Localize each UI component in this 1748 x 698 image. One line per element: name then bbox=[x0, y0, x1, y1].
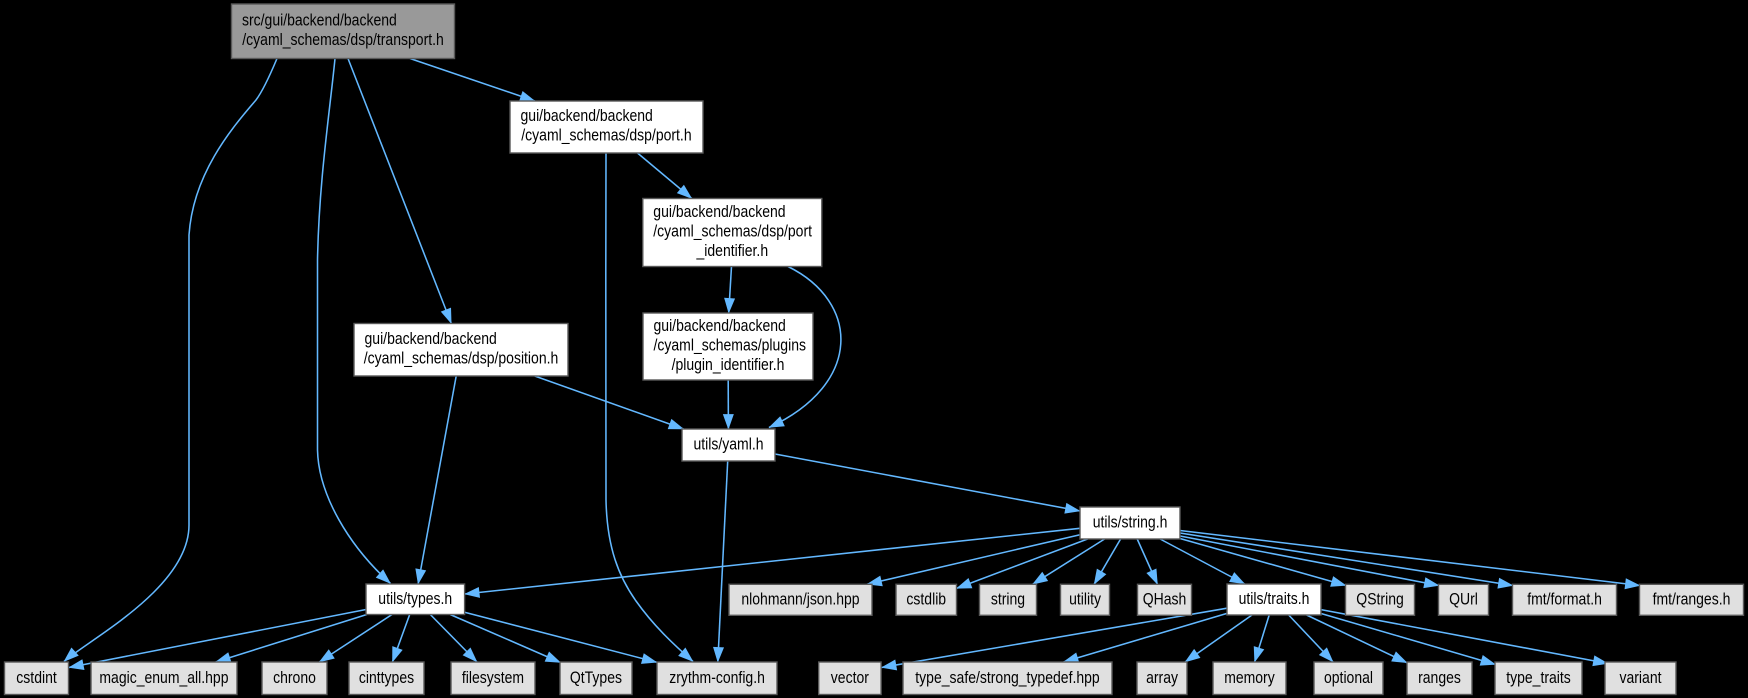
svg-text:QString: QString bbox=[1356, 589, 1404, 608]
svg-text:utils/string.h: utils/string.h bbox=[1093, 513, 1168, 532]
svg-text:magic_enum_all.hpp: magic_enum_all.hpp bbox=[99, 668, 228, 687]
svg-text:fmt/ranges.h: fmt/ranges.h bbox=[1653, 589, 1731, 608]
svg-text:array: array bbox=[1146, 668, 1178, 687]
svg-text:utils/traits.h: utils/traits.h bbox=[1239, 589, 1310, 608]
svg-text:gui/backend/backend: gui/backend/backend bbox=[653, 202, 785, 221]
svg-text:utils/yaml.h: utils/yaml.h bbox=[694, 435, 764, 454]
svg-text:/cyaml_schemas/dsp/transport.h: /cyaml_schemas/dsp/transport.h bbox=[242, 30, 443, 49]
svg-text:cinttypes: cinttypes bbox=[359, 668, 414, 687]
svg-text:_identifier.h: _identifier.h bbox=[696, 241, 768, 260]
svg-text:vector: vector bbox=[831, 668, 869, 687]
svg-text:memory: memory bbox=[1224, 668, 1275, 687]
svg-text:nlohmann/json.hpp: nlohmann/json.hpp bbox=[741, 589, 859, 608]
svg-text:fmt/format.h: fmt/format.h bbox=[1527, 589, 1602, 608]
svg-text:/plugin_identifier.h: /plugin_identifier.h bbox=[672, 355, 785, 374]
svg-text:/cyaml_schemas/dsp/position.h: /cyaml_schemas/dsp/position.h bbox=[364, 348, 559, 367]
svg-text:QtTypes: QtTypes bbox=[570, 668, 622, 687]
svg-text:utility: utility bbox=[1069, 589, 1101, 608]
svg-text:variant: variant bbox=[1620, 668, 1662, 687]
svg-text:cstdint: cstdint bbox=[16, 668, 57, 687]
svg-text:gui/backend/backend: gui/backend/backend bbox=[521, 106, 653, 125]
svg-text:type_safe/strong_typedef.hpp: type_safe/strong_typedef.hpp bbox=[915, 668, 1099, 687]
svg-text:cstdlib: cstdlib bbox=[906, 589, 946, 608]
svg-text:filesystem: filesystem bbox=[462, 668, 524, 687]
svg-text:zrythm-config.h: zrythm-config.h bbox=[669, 668, 765, 687]
svg-text:chrono: chrono bbox=[273, 668, 316, 687]
svg-text:string: string bbox=[991, 589, 1025, 608]
svg-text:QUrl: QUrl bbox=[1449, 589, 1478, 608]
svg-text:type_traits: type_traits bbox=[1506, 668, 1571, 687]
svg-text:/cyaml_schemas/dsp/port: /cyaml_schemas/dsp/port bbox=[653, 221, 812, 240]
svg-text:gui/backend/backend: gui/backend/backend bbox=[654, 316, 786, 335]
svg-text:optional: optional bbox=[1324, 668, 1373, 687]
svg-text:utils/types.h: utils/types.h bbox=[378, 589, 452, 608]
svg-text:QHash: QHash bbox=[1143, 589, 1187, 608]
svg-text:ranges: ranges bbox=[1418, 668, 1461, 687]
svg-text:/cyaml_schemas/dsp/port.h: /cyaml_schemas/dsp/port.h bbox=[521, 126, 691, 145]
svg-text:gui/backend/backend: gui/backend/backend bbox=[365, 329, 497, 348]
svg-text:src/gui/backend/backend: src/gui/backend/backend bbox=[242, 10, 397, 29]
svg-text:/cyaml_schemas/plugins: /cyaml_schemas/plugins bbox=[654, 335, 807, 354]
